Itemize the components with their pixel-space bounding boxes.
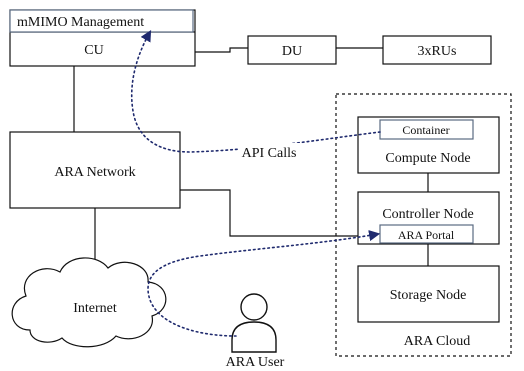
link-network-controller [180, 189, 358, 237]
api-path-user-to-portal [147, 230, 381, 337]
rus-label: 3xRUs [418, 44, 457, 59]
link-cu-du [195, 47, 248, 53]
storage-node-label: Storage Node [390, 288, 467, 303]
api-calls-label-bg [238, 143, 300, 162]
cu-label: CU [84, 43, 103, 58]
api-path-container-to-mgmt [130, 30, 381, 153]
container-box[interactable] [379, 119, 474, 140]
du-box[interactable] [247, 35, 337, 65]
internet-cloud-shape[interactable] [11, 257, 167, 348]
ara-user-label: ARA User [226, 355, 285, 370]
controller-node-label: Controller Node [382, 207, 473, 222]
mmimo-management-box[interactable] [9, 9, 194, 33]
storage-node-box[interactable] [357, 265, 500, 323]
ara-network-label: ARA Network [54, 165, 135, 180]
ara-cloud-boundary [335, 93, 512, 357]
ara-cloud-label: ARA Cloud [404, 334, 471, 349]
rus-box[interactable] [382, 35, 492, 65]
mmimo-management-label: mMIMO Management [17, 15, 144, 30]
ara-portal-label: ARA Portal [398, 228, 455, 242]
compute-node-label: Compute Node [385, 151, 470, 166]
user-icon [231, 293, 277, 353]
internet-label: Internet [73, 301, 117, 316]
du-label: DU [282, 44, 302, 59]
container-label: Container [402, 123, 449, 137]
api-calls-label: API Calls [242, 146, 297, 161]
